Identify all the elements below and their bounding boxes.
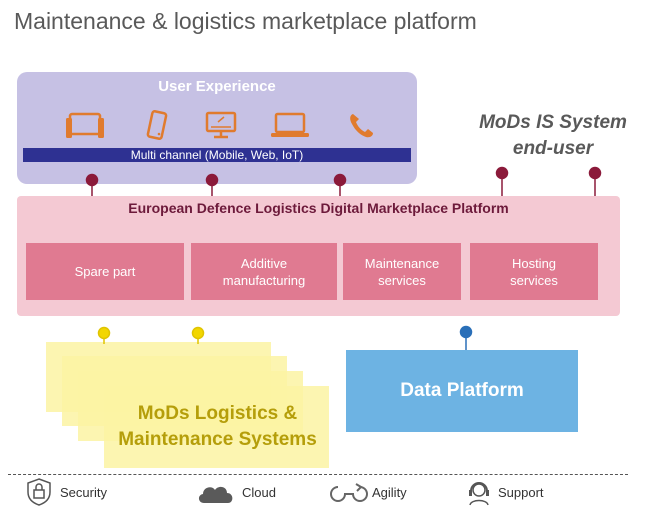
module-additive-manufacturing: Additive manufacturing: [191, 243, 337, 300]
connector-pin: [191, 326, 205, 340]
connector-pin: [205, 173, 219, 187]
data-platform-box: Data Platform: [346, 350, 578, 432]
connector-pin: [97, 326, 111, 340]
security-icon: [27, 478, 51, 506]
footer-separator: [8, 474, 628, 475]
legend-cloud-label: Cloud: [242, 485, 276, 500]
cloud-icon: [198, 486, 233, 503]
mods-logistics-label: MoDs Logistics & Maintenance Systems: [118, 403, 317, 450]
desktop-monitor-icon: [205, 111, 237, 139]
mobile-phone-icon: [146, 110, 168, 140]
marketplace-platform-box: European Defence Logistics Digital Marke…: [17, 196, 620, 316]
page-title: Maintenance & logistics marketplace plat…: [14, 8, 477, 34]
connector-pin: [495, 166, 509, 180]
telephone-icon: [350, 114, 373, 138]
legend-security-label: Security: [60, 485, 107, 500]
module-hosting-services: Hosting services: [470, 243, 598, 300]
connector-pin: [459, 325, 473, 339]
mods-is-line2: end-user: [512, 138, 594, 159]
support-icon: [469, 482, 489, 506]
module-spare-part: Spare part: [26, 243, 184, 300]
legend-agility-label: Agility: [372, 485, 407, 500]
user-experience-box: User Experience Multi channel (Mobile, W…: [17, 72, 417, 184]
module-maintenance-services: Maintenance services: [343, 243, 461, 300]
legend-support-label: Support: [498, 485, 544, 500]
connector-pin: [333, 173, 347, 187]
user-experience-title: User Experience: [158, 78, 276, 95]
mods-systems-stack-layer-4: [104, 386, 329, 468]
multi-channel-bar: Multi channel (Mobile, Web, IoT): [23, 148, 411, 162]
mods-is-line1: MoDs IS System: [479, 112, 627, 133]
agility-icon: [330, 483, 368, 502]
laptop-icon: [271, 112, 309, 137]
marketplace-platform-title: European Defence Logistics Digital Marke…: [128, 200, 509, 216]
tablet-icon: [66, 112, 104, 138]
connector-pin: [85, 173, 99, 187]
connector-pin: [588, 166, 602, 180]
mods-is-system-label: MoDs IS System end-user: [463, 110, 643, 162]
